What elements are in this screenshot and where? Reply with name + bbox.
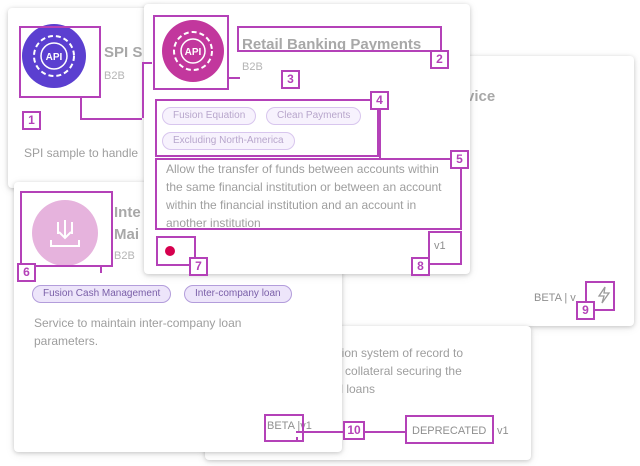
tag-chip[interactable]: Inter-company loan	[184, 285, 292, 303]
card-title: Inte Mai	[114, 204, 141, 243]
annotation-label-8: 8	[411, 257, 430, 276]
annotation-box-6	[20, 191, 113, 267]
card-description: Allow the transfer of funds between acco…	[166, 162, 442, 230]
card-category: B2B	[104, 70, 125, 82]
svg-text:API: API	[185, 47, 202, 58]
annotation-connector	[142, 62, 144, 118]
annotation-label-5: 5	[450, 150, 469, 169]
annotation-label-3: 3	[281, 70, 300, 89]
annotation-box-9	[585, 281, 615, 311]
card-category: B2B	[242, 61, 263, 73]
card-description: nation system of record to the collatera…	[325, 346, 464, 396]
status-dot	[165, 246, 175, 256]
status-deprecated: DEPRECATED	[412, 425, 487, 437]
tag-chip[interactable]: Excluding North-America	[162, 132, 295, 150]
card-status: BETA |v1	[267, 420, 312, 432]
annotation-connector	[229, 77, 240, 79]
card-title: SPI S	[104, 44, 143, 61]
annotation-connector	[296, 437, 298, 442]
card-description: SPI sample to handle	[24, 146, 139, 160]
annotation-connector	[100, 265, 102, 273]
svg-text:API: API	[46, 52, 63, 63]
card-title: Retail Banking Payments	[242, 36, 422, 53]
card-category: B2B	[114, 250, 135, 262]
annotation-connector	[296, 431, 344, 433]
annotation-label-9: 9	[576, 301, 595, 320]
download-tray-icon	[32, 200, 98, 266]
annotation-label-10: 10	[343, 421, 365, 440]
annotation-label-2: 2	[430, 50, 449, 69]
card-status: BETA | v	[534, 292, 576, 304]
annotation-box-4	[155, 99, 379, 157]
lightning-icon[interactable]	[596, 286, 612, 309]
card-description: Service to maintain inter-company loan p…	[34, 316, 242, 348]
annotation-label-1: 1	[22, 111, 41, 130]
annotation-box-3	[153, 15, 229, 90]
annotation-box-5	[155, 158, 462, 230]
annotation-connector	[80, 118, 142, 120]
annotation-connector	[142, 62, 152, 64]
annotation-box-10a	[264, 414, 304, 442]
annotation-box-1	[19, 26, 101, 98]
annotation-connector	[379, 108, 381, 158]
annotation-label-7: 7	[189, 257, 208, 276]
card-version: v1	[434, 240, 446, 252]
annotation-box-8	[428, 231, 462, 265]
annotation-box-7	[156, 236, 196, 266]
tag-chip[interactable]: Fusion Equation	[162, 107, 257, 125]
api-gear-icon: API	[22, 24, 86, 88]
annotation-connector	[364, 431, 406, 433]
card-title: vice	[466, 88, 496, 105]
annotation-box-2	[237, 26, 442, 52]
annotation-box-10b	[405, 415, 494, 444]
tag-chip[interactable]: Clean Payments	[266, 107, 362, 125]
annotation-label-6: 6	[17, 263, 36, 282]
api-gear-icon: API	[162, 20, 224, 82]
card-version: v1	[497, 425, 509, 437]
annotation-label-4: 4	[370, 91, 389, 110]
tag-chip[interactable]: Fusion Cash Management	[32, 285, 172, 303]
annotation-connector	[80, 98, 82, 118]
card-spi[interactable]: API SPI S B2B SPI sample to handle	[8, 8, 168, 188]
